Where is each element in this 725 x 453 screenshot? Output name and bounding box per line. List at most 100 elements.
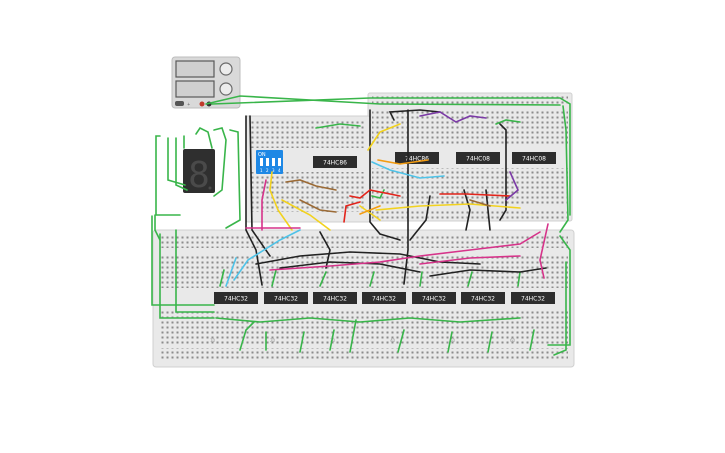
chip-74hc32-2[interactable]: 74HC32	[264, 292, 308, 304]
voltage-knob[interactable]	[219, 62, 233, 76]
wire-green[interactable]	[167, 137, 186, 186]
wire-green[interactable]	[315, 123, 361, 129]
wire-green[interactable]	[547, 235, 571, 346]
wire-cyan[interactable]	[233, 229, 301, 281]
chip-label: 74HC32	[422, 296, 446, 303]
wire-green[interactable]	[529, 329, 535, 351]
wire-red[interactable]	[343, 201, 361, 223]
wire-green[interactable]	[213, 127, 227, 197]
chip-74hc08-b[interactable]: 74HC08	[512, 152, 556, 164]
chip-74hc32-5[interactable]: 74HC32	[412, 292, 456, 304]
psu-display-current	[175, 80, 215, 98]
wire-black[interactable]	[499, 123, 507, 221]
wire-black[interactable]	[369, 109, 401, 241]
wire-black[interactable]	[409, 195, 431, 241]
dip-toggle-3[interactable]	[272, 158, 275, 166]
wire-red[interactable]	[349, 189, 401, 199]
wire-green[interactable]	[369, 271, 375, 287]
dip-toggle-4[interactable]	[278, 158, 281, 166]
chip-74hc08-a[interactable]: 74HC08	[456, 152, 500, 164]
wire-green[interactable]	[219, 269, 225, 287]
wire-yellow[interactable]	[281, 199, 331, 231]
chip-74hc32-1[interactable]: 74HC32	[214, 292, 258, 304]
wire-green[interactable]	[175, 229, 215, 313]
wire-purple[interactable]	[505, 171, 519, 201]
wire-black[interactable]	[279, 261, 421, 273]
wire-cyan[interactable]	[225, 257, 237, 287]
psu-terminal-positive[interactable]	[199, 101, 205, 107]
chip-74hc32-7[interactable]: 74HC32	[511, 292, 555, 304]
wire-green[interactable]	[397, 329, 405, 353]
dip-toggle-1[interactable]	[260, 158, 263, 166]
wire-black[interactable]	[388, 109, 441, 121]
wire-black[interactable]	[403, 109, 409, 285]
wire-green[interactable]	[175, 137, 188, 191]
wire-yellow[interactable]	[359, 205, 381, 221]
wire-green[interactable]	[155, 135, 181, 216]
wire-green[interactable]	[487, 331, 493, 353]
wire-green[interactable]	[154, 214, 161, 241]
wire-green[interactable]	[447, 331, 453, 353]
wire-green[interactable]	[319, 271, 327, 287]
wire-yellow[interactable]	[375, 203, 521, 211]
wire-yellow[interactable]	[367, 123, 401, 151]
wire-green[interactable]	[419, 271, 423, 287]
chip-label: 74HC32	[323, 296, 347, 303]
chip-74hc32-3[interactable]: 74HC32	[313, 292, 357, 304]
wire-green[interactable]	[299, 331, 305, 353]
wire-green[interactable]	[151, 215, 215, 306]
chip-label: 74HC32	[274, 296, 298, 303]
psu-display-voltage	[175, 60, 215, 78]
chip-74hc86-a[interactable]: 74HC86	[313, 156, 357, 168]
power-supply[interactable]: +	[171, 56, 241, 109]
power-switch[interactable]	[175, 101, 184, 106]
wire-pink[interactable]	[539, 223, 549, 279]
wire-green[interactable]	[553, 261, 567, 356]
wire-pink[interactable]	[269, 231, 541, 271]
wire-black[interactable]	[429, 267, 547, 277]
wire-green[interactable]	[225, 129, 241, 229]
wire-cyan[interactable]	[371, 161, 445, 179]
wire-brown[interactable]	[285, 179, 337, 191]
dip-switch[interactable]: ON 1 2 3 4	[256, 150, 283, 174]
wire-green[interactable]	[159, 233, 215, 319]
wire-black[interactable]	[463, 189, 471, 231]
wire-purple[interactable]	[419, 111, 487, 123]
chip-label: 74HC08	[522, 156, 546, 163]
wires	[151, 95, 571, 356]
wire-green[interactable]	[329, 329, 335, 351]
chip-label: 74HC32	[521, 296, 545, 303]
dip-toggle-2[interactable]	[266, 158, 269, 166]
wire-orange[interactable]	[359, 205, 381, 215]
seven-segment-display[interactable]: 8	[183, 149, 215, 196]
wire-orange[interactable]	[377, 159, 429, 165]
wire-brown[interactable]	[299, 199, 337, 213]
wire-black[interactable]	[249, 115, 271, 257]
wire-green[interactable]	[271, 269, 277, 287]
wire-pink[interactable]	[419, 255, 521, 265]
wire-green[interactable]	[215, 317, 521, 323]
chip-74hc32-6[interactable]: 74HC32	[461, 292, 505, 304]
wire-green[interactable]	[205, 95, 561, 106]
chip-74hc32-4[interactable]: 74HC32	[362, 292, 406, 304]
wire-brown[interactable]	[469, 199, 491, 207]
chip-74hc86-b[interactable]: 74HC86	[395, 152, 439, 164]
wire-red[interactable]	[439, 193, 511, 197]
current-knob[interactable]	[219, 82, 233, 96]
wire-green[interactable]	[559, 105, 569, 233]
wire-pink[interactable]	[261, 179, 267, 231]
chip-label: 74HC32	[224, 296, 248, 303]
wire-green[interactable]	[239, 321, 255, 351]
wire-yellow[interactable]	[269, 171, 293, 231]
bb-number: 20	[270, 338, 276, 343]
wire-black[interactable]	[319, 231, 331, 269]
wire-black[interactable]	[255, 251, 481, 265]
wire-green[interactable]	[517, 271, 521, 287]
wire-green[interactable]	[349, 319, 357, 353]
wire-black[interactable]	[485, 189, 491, 231]
wire-green[interactable]	[195, 126, 213, 149]
wire-black[interactable]	[245, 115, 263, 286]
wire-green[interactable]	[495, 119, 521, 125]
wire-green[interactable]	[467, 271, 473, 287]
